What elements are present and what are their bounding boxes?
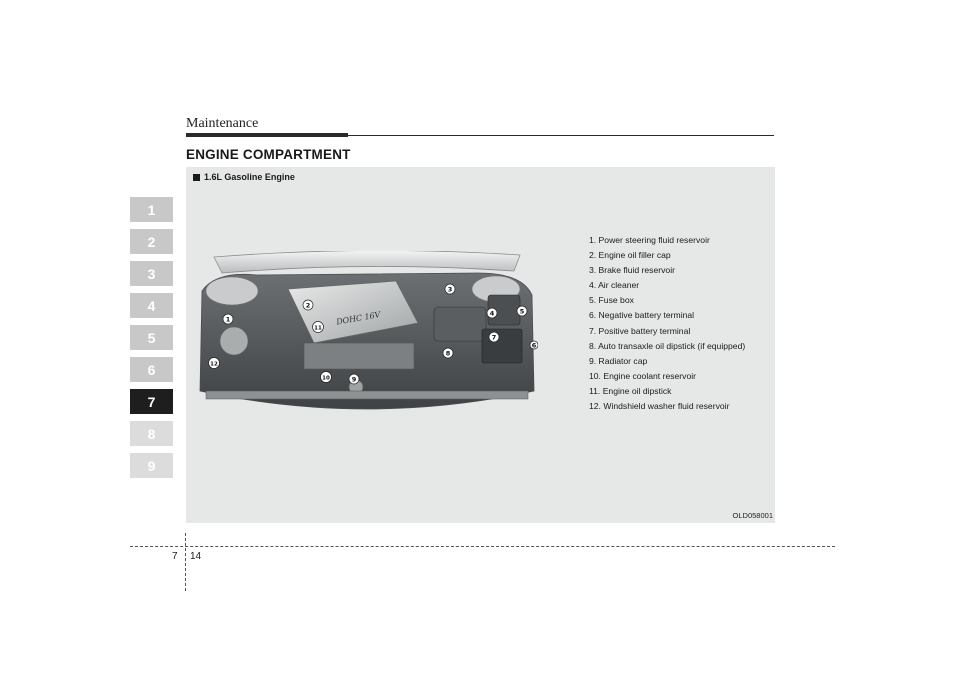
footer-dashed-rule (130, 546, 835, 547)
callout-8: 8 (442, 347, 454, 359)
svg-text:9: 9 (352, 376, 357, 384)
figure-caption: 1.6L Gasoline Engine (193, 172, 295, 182)
figure-code: OLD058001 (732, 511, 773, 520)
legend-item: 4. Air cleaner (589, 280, 640, 291)
chapter-tab-1[interactable]: 1 (130, 197, 173, 222)
legend-item: 9. Radiator cap (589, 355, 648, 366)
header-title: Maintenance (186, 116, 259, 131)
svg-text:2: 2 (306, 302, 311, 310)
legend-item: 3. Brake fluid reservoir (589, 265, 675, 276)
parts-legend: 1. Power steering fluid reservoir 2. Eng… (589, 233, 745, 414)
page-number: 14 (190, 551, 202, 562)
legend-item: 10. Engine coolant reservoir (589, 370, 697, 381)
square-bullet-icon (193, 173, 200, 181)
chapter-tabs: 1 2 3 4 5 6 7 8 9 (130, 197, 173, 485)
engine-compartment-illustration: DOHC 16V 1 2 3 4 5 6 7 8 9 10 11 12 (199, 251, 538, 410)
legend-item: 5. Fuse box (589, 295, 634, 306)
section-title: ENGINE COMPARTMENT (186, 147, 351, 162)
header-rule (348, 135, 774, 136)
page-chapter-number: 7 (172, 551, 178, 562)
callout-2: 2 (302, 299, 314, 311)
svg-text:4: 4 (490, 310, 495, 318)
strut-tower-left (205, 276, 259, 306)
svg-text:8: 8 (446, 350, 451, 358)
chapter-tab-6[interactable]: 6 (130, 357, 173, 382)
svg-text:12: 12 (210, 362, 218, 368)
callout-9: 9 (348, 373, 360, 385)
chapter-tab-7-active[interactable]: 7 (130, 389, 173, 414)
legend-item: 11. Engine oil dipstick (589, 385, 672, 396)
legend-item: 8. Auto transaxle oil dipstick (if equip… (589, 340, 746, 351)
svg-text:11: 11 (314, 326, 322, 332)
legend-item: 2. Engine oil filler cap (589, 250, 671, 261)
chapter-tab-3[interactable]: 3 (130, 261, 173, 286)
callout-5: 5 (516, 305, 528, 317)
chapter-tab-8[interactable]: 8 (130, 421, 173, 446)
svg-text:5: 5 (520, 308, 525, 316)
svg-text:3: 3 (448, 286, 453, 294)
callout-6: 6 (529, 340, 538, 350)
chapter-tab-4[interactable]: 4 (130, 293, 173, 318)
chapter-tab-9[interactable]: 9 (130, 453, 173, 478)
figure-panel: 1.6L Gasoline Engine DOHC 16V 1 (186, 167, 775, 523)
svg-text:1: 1 (226, 316, 231, 324)
footer-vertical-dashed-rule (185, 533, 186, 591)
callout-12: 12 (208, 357, 220, 369)
callout-1: 1 (222, 313, 234, 325)
chapter-tab-2[interactable]: 2 (130, 229, 173, 254)
hood-underside (213, 251, 521, 274)
callout-3: 3 (444, 283, 456, 295)
legend-item: 6. Negative battery terminal (589, 310, 695, 321)
intake-manifold (303, 342, 415, 370)
header-bar-dark (186, 133, 348, 137)
svg-text:7: 7 (492, 334, 497, 342)
callout-11: 11 (312, 321, 324, 333)
callout-7: 7 (488, 331, 500, 343)
legend-item: 1. Power steering fluid reservoir (589, 235, 710, 245)
air-cleaner-box (433, 306, 487, 342)
front-bumper-support (205, 390, 529, 400)
callout-4: 4 (486, 307, 498, 319)
svg-text:10: 10 (322, 376, 330, 382)
battery (481, 328, 523, 364)
legend-item: 12. Windshield washer fluid reservoir (589, 401, 730, 412)
reservoir-left (219, 326, 249, 356)
svg-text:6: 6 (532, 342, 537, 350)
figure-caption-text: 1.6L Gasoline Engine (204, 172, 295, 182)
legend-item: 7. Positive battery terminal (589, 325, 691, 336)
callout-10: 10 (320, 371, 332, 383)
chapter-tab-5[interactable]: 5 (130, 325, 173, 350)
